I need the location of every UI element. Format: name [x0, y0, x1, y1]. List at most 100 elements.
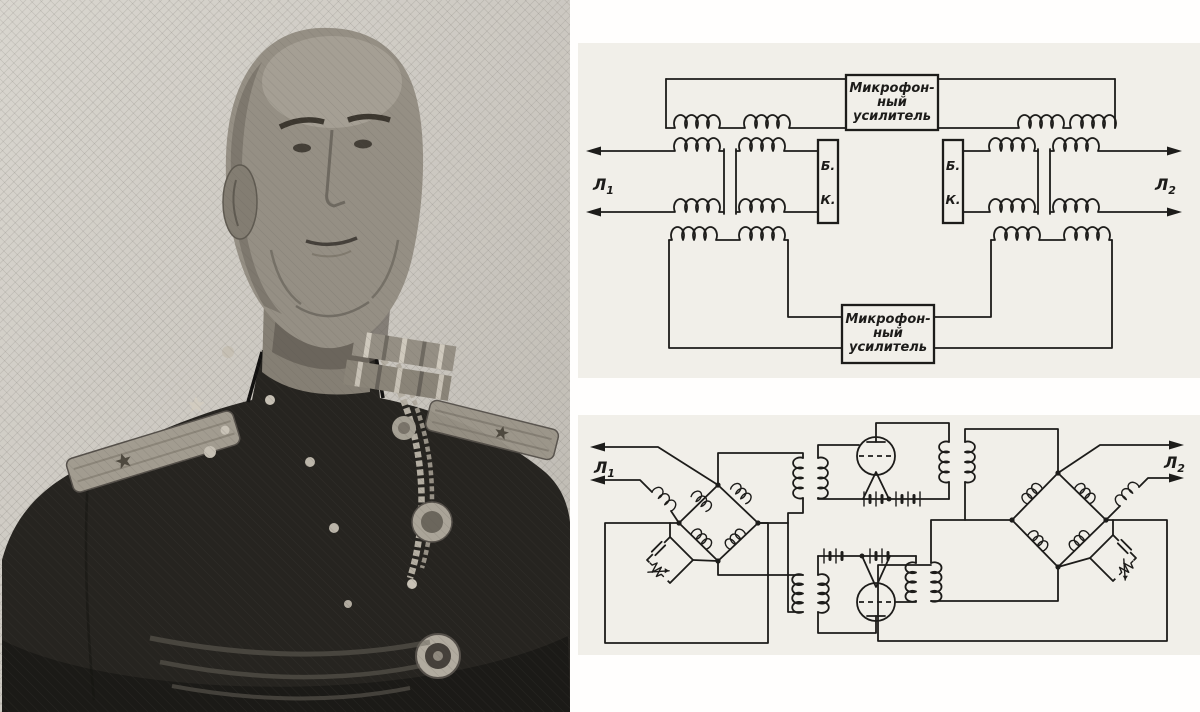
svg-text:Микрофон-: Микрофон- [845, 312, 930, 327]
wire [933, 239, 1113, 349]
line1-label: Л1 [593, 458, 615, 480]
wire [787, 239, 843, 318]
inductor-coil [904, 561, 917, 603]
inductor-coil [792, 456, 804, 500]
wire [1057, 444, 1171, 474]
line2-terminal: Л2 [1057, 440, 1185, 521]
inductor-coil [964, 440, 976, 484]
tube-filament [862, 471, 890, 500]
line2-label: Л2 [1154, 175, 1176, 197]
inductor-coil [1026, 530, 1049, 552]
line2-label: Л2 [1163, 453, 1185, 475]
battery-wire [817, 497, 950, 500]
line1-label: Л1 [592, 175, 614, 197]
arrow-left-icon [586, 146, 601, 156]
capacitor [650, 540, 667, 557]
balance-network-right: Б. К. [941, 138, 965, 225]
microphone-amplifier-bottom: Микрофон- ный усилитель [840, 303, 936, 365]
inductor-coil [665, 114, 847, 129]
inductor-coil [990, 226, 1113, 241]
balance-right-label-bottom: К. [946, 192, 961, 207]
resistor [649, 562, 665, 578]
inductor-coil [724, 528, 747, 551]
plate-wire [817, 611, 877, 634]
balance-network-left: Б. К. [816, 138, 840, 225]
battery [863, 491, 921, 507]
inductor-coil [791, 573, 804, 614]
balance-loop-left [604, 522, 769, 644]
inductor-coil [817, 456, 829, 500]
line1-terminal: Л1 [586, 146, 614, 217]
inductor-coil [817, 573, 830, 614]
inductor-coil [729, 482, 752, 505]
inductor-coil [598, 198, 725, 213]
balance-network-right [1057, 519, 1138, 583]
vacuum-tube-amplifier-lower [817, 519, 1013, 634]
inductor-coil [598, 137, 725, 152]
balance-network-left [645, 522, 719, 585]
diagram-bridge-repeater: Л1 [578, 415, 1200, 655]
diagram-hybrid-repeater: Л1 [578, 43, 1200, 378]
inductor-coil [1021, 482, 1043, 505]
inductor-coil [937, 114, 1117, 129]
resistor [1118, 560, 1134, 576]
hybrid-transformer-left [598, 78, 847, 349]
hybrid-transformer-right [933, 78, 1171, 349]
inductor-coil [1068, 530, 1091, 552]
bridge-arms [1011, 472, 1107, 568]
wire [1105, 505, 1121, 521]
line2-terminal: Л2 [1154, 146, 1182, 217]
balance-loop-right [877, 519, 1168, 642]
arrow-right-icon [1169, 440, 1184, 450]
wire [1138, 477, 1171, 488]
inductor-coil [962, 137, 1039, 152]
wire [717, 560, 804, 576]
inductor-coil [1114, 481, 1140, 507]
svg-text:усилитель: усилитель [849, 340, 927, 355]
capacitor [1116, 538, 1133, 555]
wire [1057, 519, 1114, 568]
arrow-left-icon [590, 475, 605, 485]
wire [964, 428, 1059, 474]
wire [669, 522, 719, 562]
arrow-left-icon [590, 442, 605, 452]
halftone-overlay [0, 0, 570, 712]
wire [894, 600, 917, 603]
inductor-coil [735, 137, 819, 152]
inductor-coil [1049, 198, 1171, 213]
arrow-icon [664, 568, 670, 574]
svg-text:Микрофон-: Микрофон- [849, 81, 934, 96]
inductor-coil [938, 440, 950, 484]
inductor-coil [930, 561, 943, 603]
wire [930, 566, 1059, 602]
wire [602, 479, 653, 493]
inductor-coil [735, 198, 819, 213]
wire [717, 452, 804, 486]
balance-right-label-top: Б. [946, 158, 960, 173]
arrow-right-icon [1167, 207, 1182, 217]
portrait-photo [0, 0, 570, 712]
arrow-right-icon [1169, 473, 1184, 483]
wire [602, 446, 719, 486]
microphone-amplifier-top: Микрофон- ный усилитель [844, 73, 940, 132]
line1-terminal: Л1 [590, 442, 719, 524]
inductor-coil [651, 486, 677, 512]
inductor-coil [962, 198, 1039, 213]
inductor-coil [690, 490, 713, 513]
arrow-right-icon [1167, 146, 1182, 156]
wire [817, 444, 860, 459]
wire [668, 239, 843, 349]
inductor-coil [1073, 482, 1096, 505]
arrow-left-icon [586, 207, 601, 217]
plate-wire [875, 422, 950, 443]
left-transformers [717, 444, 860, 614]
balance-left-label-top: Б. [821, 158, 835, 173]
wire [933, 239, 992, 318]
wire [930, 519, 1013, 564]
bridge-left [676, 482, 761, 564]
svg-text:усилитель: усилитель [853, 109, 931, 124]
tube-filament [861, 555, 891, 588]
svg-text:ный: ный [873, 326, 903, 341]
svg-text:ный: ный [877, 95, 907, 110]
